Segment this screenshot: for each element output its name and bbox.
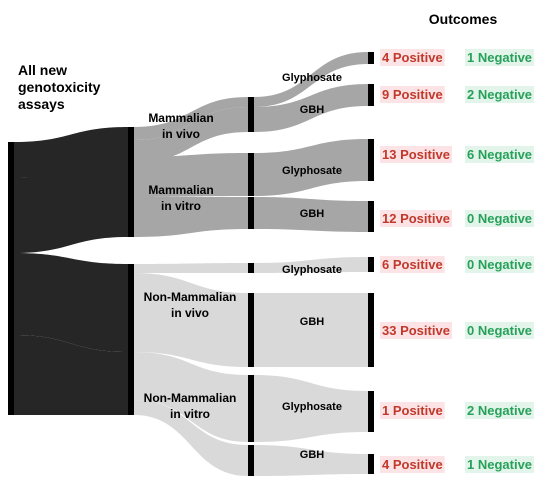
root-bar xyxy=(8,142,14,415)
flow-non-mammalian-in-vivo-gbh xyxy=(134,273,248,367)
agent-label-non-mammalian-in-vitro-gbh: GBH xyxy=(300,449,325,461)
positive-count-mammalian-in-vitro-glyphosate: 13 Positive xyxy=(382,147,450,162)
flow-root-to-non-mammalian-in-vitro xyxy=(14,335,128,415)
positive-count-mammalian-in-vivo-glyphosate: 4 Positive xyxy=(382,50,443,65)
agent-label-mammalian-in-vitro-gbh: GBH xyxy=(300,208,325,220)
flow-non-mammalian-in-vivo-glyphosate xyxy=(134,263,248,273)
outcome-bar-non-mammalian-in-vitro-gbh xyxy=(368,454,374,474)
positive-highlight-non-mammalian-in-vitro-gbh xyxy=(380,456,445,473)
negative-count-mammalian-in-vivo-gbh: 2 Negative xyxy=(467,87,532,102)
flow-mammalian-in-vitro-glyphosate xyxy=(134,153,248,197)
agent-label-mammalian-in-vivo-glyphosate: Glyphosate xyxy=(282,72,342,84)
outcome-bar-non-mammalian-in-vivo-gbh xyxy=(368,293,374,367)
flow-non-mammalian-in-vivo-glyphosate-to-outcome xyxy=(254,257,368,273)
negative-count-non-mammalian-in-vitro-gbh: 1 Negative xyxy=(467,457,532,472)
negative-highlight-non-mammalian-in-vivo-glyphosate xyxy=(465,256,535,273)
labels: Outcomes All new genotoxicity assays Mam… xyxy=(18,11,535,473)
negative-highlight-mammalian-in-vivo-gbh xyxy=(465,86,535,103)
category-label-non-mammalian-in-vitro-line-2: in vitro xyxy=(170,407,210,421)
agent-bar-mammalian-in-vitro-glyphosate xyxy=(248,153,254,196)
agent-bar-non-mammalian-in-vitro-glyphosate xyxy=(248,375,254,442)
node-bars xyxy=(8,52,374,476)
outcome-bar-non-mammalian-in-vivo-glyphosate xyxy=(368,257,374,272)
negative-count-mammalian-in-vitro-glyphosate: 6 Negative xyxy=(467,147,532,162)
category-label-non-mammalian-in-vivo-line-1: Non-Mammalian xyxy=(144,290,237,304)
root-label-line-2: genotoxicity xyxy=(18,79,101,95)
root-label-line-3: assays xyxy=(18,96,65,112)
category-bar-mammalian-in-vivo xyxy=(128,127,134,163)
root-label-line-1: All new xyxy=(18,62,67,78)
category-label-non-mammalian-in-vivo-line-2: in vivo xyxy=(171,306,209,320)
outcome-bar-mammalian-in-vivo-gbh xyxy=(368,84,374,106)
category-bar-non-mammalian-in-vivo xyxy=(128,264,134,352)
positive-highlight-mammalian-in-vivo-gbh xyxy=(380,86,445,103)
flow-non-mammalian-in-vivo-gbh-to-outcome xyxy=(254,293,368,367)
positive-count-non-mammalian-in-vitro-gbh: 4 Positive xyxy=(382,457,443,472)
positive-count-non-mammalian-in-vitro-glyphosate: 1 Positive xyxy=(382,403,443,418)
positive-count-non-mammalian-in-vivo-glyphosate: 6 Positive xyxy=(382,257,443,272)
positive-count-mammalian-in-vivo-gbh: 9 Positive xyxy=(382,87,443,102)
negative-count-mammalian-in-vivo-glyphosate: 1 Negative xyxy=(467,50,532,65)
agent-bar-non-mammalian-in-vivo-glyphosate xyxy=(248,263,254,273)
outcome-bar-non-mammalian-in-vitro-glyphosate xyxy=(368,391,374,432)
flow-mammalian-in-vivo-glyphosate xyxy=(134,97,248,140)
flow-mammalian-in-vivo-glyphosate-to-outcome xyxy=(254,52,368,107)
positive-highlight-mammalian-in-vivo-glyphosate xyxy=(380,49,445,66)
positive-highlight-non-mammalian-in-vitro-glyphosate xyxy=(380,402,445,419)
positive-highlight-non-mammalian-in-vivo-gbh xyxy=(380,322,452,339)
flow-mammalian-in-vivo-gbh-to-outcome xyxy=(254,84,368,132)
flow-mammalian-in-vitro-glyphosate-to-outcome xyxy=(254,139,368,196)
negative-highlight-mammalian-in-vitro-gbh xyxy=(465,210,535,227)
positive-count-non-mammalian-in-vivo-gbh: 33 Positive xyxy=(382,323,450,338)
flow-root-to-mammalian-in-vitro xyxy=(14,157,128,253)
agent-label-non-mammalian-in-vivo-glyphosate: Glyphosate xyxy=(282,264,342,276)
negative-highlight-non-mammalian-in-vivo-gbh xyxy=(465,322,535,339)
flow-mammalian-in-vitro-gbh-to-outcome xyxy=(254,197,368,232)
agent-bar-mammalian-in-vitro-gbh xyxy=(248,197,254,229)
flow-non-mammalian-in-vitro-glyphosate xyxy=(134,352,248,442)
agent-label-non-mammalian-in-vitro-glyphosate: Glyphosate xyxy=(282,401,342,413)
outcome-bar-mammalian-in-vitro-gbh xyxy=(368,201,374,232)
flow-mammalian-in-vivo-gbh xyxy=(134,107,248,163)
category-label-mammalian-in-vitro-line-1: Mammalian xyxy=(148,183,213,197)
negative-count-non-mammalian-in-vivo-gbh: 0 Negative xyxy=(467,323,532,338)
flow-non-mammalian-in-vitro-glyphosate-to-outcome xyxy=(254,375,368,442)
flow-non-mammalian-in-vitro-gbh-to-outcome xyxy=(254,445,368,476)
outcome-bar-mammalian-in-vivo-glyphosate xyxy=(368,52,374,64)
negative-highlight-mammalian-in-vivo-glyphosate xyxy=(465,49,535,66)
flow-root-to-non-mammalian-in-vivo xyxy=(14,253,128,352)
category-label-non-mammalian-in-vitro-line-1: Non-Mammalian xyxy=(144,391,237,405)
flow-root-to-mammalian-in-vivo xyxy=(14,127,128,178)
negative-count-mammalian-in-vitro-gbh: 0 Negative xyxy=(467,211,532,226)
category-label-mammalian-in-vivo-line-1: Mammalian xyxy=(148,111,213,125)
agent-label-mammalian-in-vivo-gbh: GBH xyxy=(300,104,325,116)
negative-count-non-mammalian-in-vitro-glyphosate: 2 Negative xyxy=(467,403,532,418)
agent-bar-mammalian-in-vivo-glyphosate xyxy=(248,97,254,107)
positive-count-mammalian-in-vitro-gbh: 12 Positive xyxy=(382,211,450,226)
negative-highlight-non-mammalian-in-vitro-glyphosate xyxy=(465,402,535,419)
flow-non-mammalian-in-vitro-gbh xyxy=(134,400,248,476)
agent-bar-non-mammalian-in-vitro-gbh xyxy=(248,445,254,476)
positive-highlight-non-mammalian-in-vivo-glyphosate xyxy=(380,256,445,273)
outcomes-title: Outcomes xyxy=(429,11,498,27)
category-bar-mammalian-in-vitro xyxy=(128,157,134,237)
agent-label-mammalian-in-vitro-glyphosate: Glyphosate xyxy=(282,165,342,177)
category-label-mammalian-in-vitro-line-2: in vitro xyxy=(161,199,201,213)
agent-bar-non-mammalian-in-vivo-gbh xyxy=(248,293,254,367)
outcome-bar-mammalian-in-vitro-glyphosate xyxy=(368,139,374,181)
flows xyxy=(14,52,368,476)
category-label-mammalian-in-vivo-line-2: in vivo xyxy=(162,127,200,141)
negative-highlight-non-mammalian-in-vitro-gbh xyxy=(465,456,535,473)
negative-count-non-mammalian-in-vivo-glyphosate: 0 Negative xyxy=(467,257,532,272)
agent-label-non-mammalian-in-vivo-gbh: GBH xyxy=(300,316,325,328)
negative-highlight-mammalian-in-vitro-glyphosate xyxy=(465,146,535,163)
category-bar-non-mammalian-in-vitro xyxy=(128,352,134,415)
agent-bar-mammalian-in-vivo-gbh xyxy=(248,107,254,132)
positive-highlight-mammalian-in-vitro-glyphosate xyxy=(380,146,452,163)
flow-mammalian-in-vitro-gbh xyxy=(134,197,248,237)
positive-highlight-mammalian-in-vitro-gbh xyxy=(380,210,452,227)
